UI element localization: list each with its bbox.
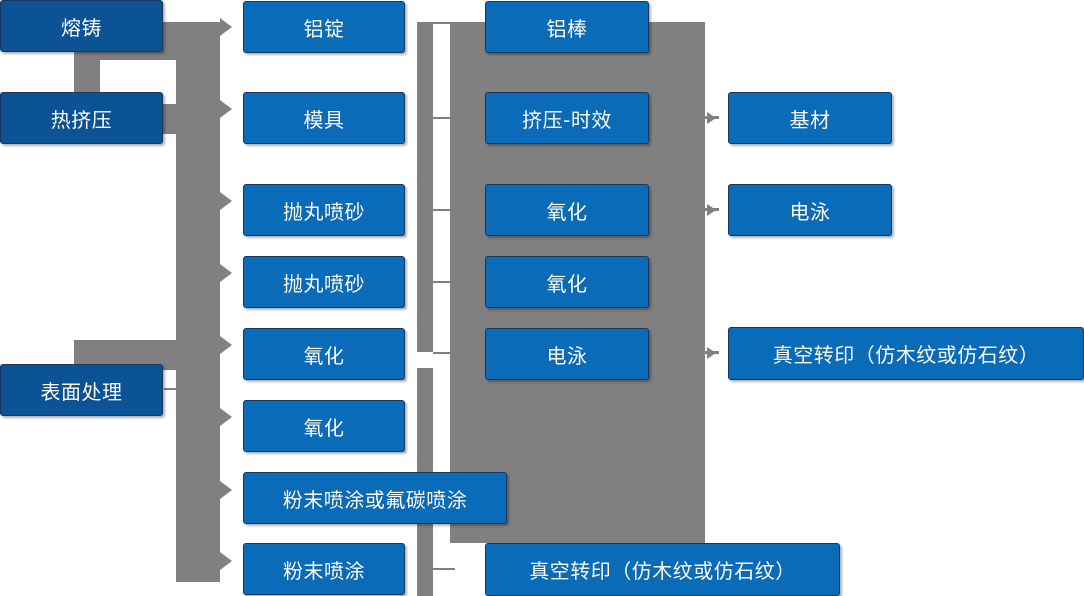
output-box-vacuum[interactable]: 真空转印（仿木纹或仿石纹）	[728, 327, 1084, 380]
trunk-arrow-ingot	[220, 18, 232, 36]
treatment-box-bar[interactable]: 铝棒	[485, 1, 649, 53]
out-arrow-electro	[707, 204, 716, 216]
stage-box-surface[interactable]: 表面处理	[0, 364, 163, 416]
treatment-box-oxidation-1[interactable]: 氧化	[485, 184, 649, 236]
process-box-powder[interactable]: 粉末喷涂	[243, 543, 405, 595]
trunk-arrow-mold	[220, 100, 232, 118]
out-arrow-substrate	[707, 112, 716, 124]
process-box-oxidation-2[interactable]: 氧化	[243, 400, 405, 452]
trunk-arrow-shotblast-1	[220, 192, 232, 210]
process-box-shotblast-2[interactable]: 抛丸喷砂	[243, 256, 405, 308]
trunk-arrow-shotblast-2	[220, 264, 232, 282]
output-box-electro[interactable]: 电泳	[728, 184, 892, 236]
process-box-mold[interactable]: 模具	[243, 92, 405, 144]
tick-line-row-3	[433, 209, 455, 211]
trunk-arrow-oxidation-1	[220, 336, 232, 354]
stage-box-extrude[interactable]: 热挤压	[0, 92, 163, 144]
process-box-oxidation-1[interactable]: 氧化	[243, 328, 405, 380]
output-box-substrate[interactable]: 基材	[728, 92, 892, 144]
process-box-powder-fluoro[interactable]: 粉末喷涂或氟碳喷涂	[243, 472, 507, 524]
tick-line-row-2	[433, 117, 455, 119]
process-box-shotblast-1[interactable]: 抛丸喷砂	[243, 184, 405, 236]
treatment-box-vacuum[interactable]: 真空转印（仿木纹或仿石纹）	[485, 543, 840, 596]
treatment-box-electro[interactable]: 电泳	[485, 328, 649, 380]
surface-link-line	[164, 388, 188, 390]
stage-box-casting[interactable]: 熔铸	[0, 0, 163, 52]
tick-line-row-1	[433, 22, 455, 24]
treatment-box-oxidation-2[interactable]: 氧化	[485, 256, 649, 308]
connector-bar-upper	[417, 22, 433, 352]
tick-line-row-6	[433, 568, 455, 570]
connector-trunk-left	[176, 22, 220, 582]
process-box-ingot[interactable]: 铝锭	[243, 1, 405, 53]
treatment-box-extrude-age[interactable]: 挤压-时效	[485, 92, 649, 144]
trunk-arrow-powder	[220, 552, 232, 570]
tick-line-row-5	[433, 352, 455, 354]
out-arrow-vacuum	[707, 347, 716, 359]
tick-line-row-4	[433, 281, 455, 283]
trunk-arrow-powder-fluoro	[220, 481, 232, 499]
trunk-arrow-oxidation-2	[220, 408, 232, 426]
